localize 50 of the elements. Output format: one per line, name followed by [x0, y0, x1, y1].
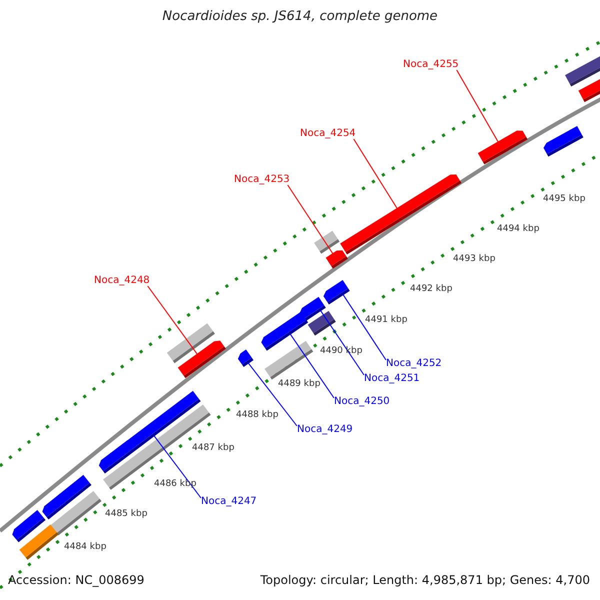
gene-label: Noca_4255 — [403, 59, 459, 70]
gene-label: Noca_4247 — [201, 496, 257, 507]
gene-bar — [478, 130, 528, 164]
footer-text: Accession: NC_008699 — [8, 574, 144, 588]
scale-label: 4485 kbp — [105, 510, 148, 520]
gene-bar — [565, 56, 600, 87]
gene-bar — [578, 78, 600, 102]
gene-bar — [544, 126, 584, 157]
leader-line — [353, 138, 398, 210]
gene-bar — [261, 312, 308, 351]
gene-label: Noca_4249 — [297, 424, 353, 435]
gene-bar — [238, 349, 254, 367]
gene-bar — [314, 230, 340, 254]
gene-label: Noca_4254 — [300, 128, 356, 139]
leader-line — [153, 434, 202, 498]
leader-line — [290, 333, 334, 398]
title: Nocardioides sp. JS614, complete genome — [161, 10, 439, 24]
leader-line — [147, 286, 198, 356]
scale-label: 4494 kbp — [497, 225, 540, 235]
leader-line — [320, 310, 364, 376]
gene-label: Noca_4253 — [234, 174, 290, 185]
scale-label: 4484 kbp — [64, 543, 106, 553]
gene-label: Noca_4250 — [334, 396, 390, 407]
gene-bar — [178, 340, 226, 378]
gene-bar — [50, 490, 102, 536]
scale-label: 4492 kbp — [410, 285, 452, 295]
gene-label: Noca_4248 — [94, 275, 150, 286]
leader-line — [248, 362, 298, 426]
gene-bar — [300, 296, 326, 322]
gene-bar — [12, 510, 46, 542]
gene-label: Noca_4252 — [386, 358, 442, 369]
gene-label: Noca_4251 — [364, 373, 420, 384]
gene-bar — [19, 524, 59, 560]
scale-label: 4493 kbp — [453, 255, 496, 265]
gene-bar — [42, 474, 92, 520]
leader-line — [456, 70, 499, 143]
gene-bar — [264, 340, 314, 380]
scale-label: 4489 kbp — [278, 380, 320, 390]
leader-line — [287, 184, 334, 255]
scale-label: 4487 kbp — [192, 444, 234, 454]
scale-label: 4488 kbp — [236, 411, 278, 421]
gene-bar — [166, 323, 215, 364]
gene-bar — [326, 250, 348, 269]
leader-line — [342, 294, 386, 360]
scale-label: 4495 kbp — [543, 195, 586, 205]
gene-bar — [308, 310, 336, 336]
gene-bar — [323, 280, 350, 305]
scale-label: 4491 kbp — [365, 316, 408, 326]
gene-bar — [340, 174, 462, 255]
footer-text: Topology: circular; Length: 4,985,871 bp; Genes: 4,700 — [260, 574, 590, 588]
